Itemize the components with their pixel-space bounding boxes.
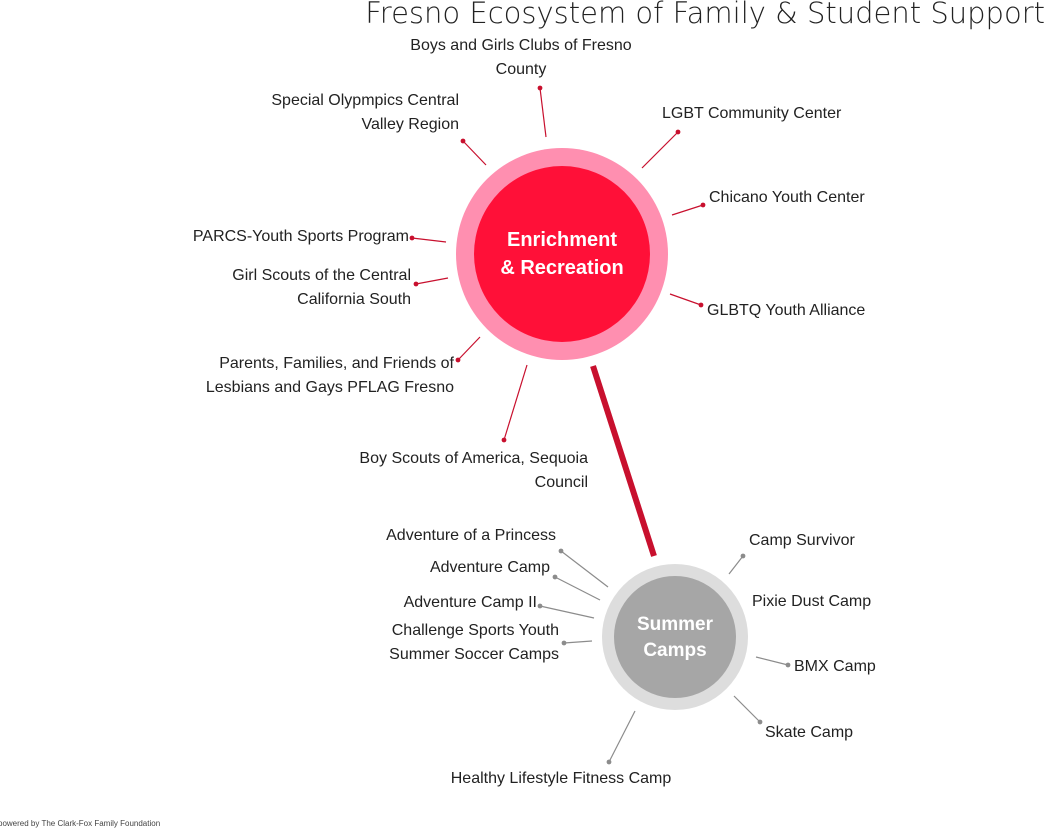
enrichment-spoke-line-4 <box>503 364 528 441</box>
summer-spoke-line-5 <box>539 605 595 619</box>
enrichment-hub-label[interactable]: Enrichment & Recreation <box>500 229 624 279</box>
node-label-pflag[interactable]: Parents, Families, and Friends of Lesbia… <box>205 355 454 396</box>
summer-spoke-line-2 <box>733 695 761 723</box>
enrichment-spoke-line-2 <box>671 204 704 216</box>
enrichment-spoke-dot-8 <box>460 138 466 144</box>
diagram-title: Fresno Ecosystem of Family & Student Sup… <box>365 0 1045 30</box>
enrichment-spoke-dot-1 <box>675 129 681 135</box>
node-label-skate[interactable]: Skate Camp <box>765 724 854 741</box>
summer-spoke-dot-4 <box>561 640 567 646</box>
node-label-special-olympics[interactable]: Special Olypmpics Central Valley Region <box>271 92 459 133</box>
node-label-boys-girls-clubs[interactable]: Boys and Girls Clubs of Fresno County <box>410 37 632 78</box>
summer-spoke-line-6 <box>554 576 601 601</box>
node-label-camp-survivor[interactable]: Camp Survivor <box>749 532 855 549</box>
enrichment-spoke-dot-6 <box>413 281 419 287</box>
summer-spoke-line-4 <box>563 640 593 644</box>
enrichment-spoke-dot-5 <box>455 357 461 363</box>
summer-spoke-dot-7 <box>558 548 564 554</box>
summer-spoke-dot-0 <box>740 553 746 559</box>
hub-connector-line <box>590 365 657 557</box>
node-label-challenge-sports[interactable]: Challenge Sports Youth Summer Soccer Cam… <box>389 622 559 663</box>
enrichment-spoke-dot-3 <box>698 302 704 308</box>
summer-spoke-line-0 <box>728 555 744 575</box>
node-label-adventure-camp[interactable]: Adventure Camp <box>429 559 550 576</box>
footer-credit: powered by The Clark-Fox Family Foundati… <box>0 819 161 828</box>
enrichment-spoke-line-7 <box>411 237 447 243</box>
node-label-adventure-princess[interactable]: Adventure of a Princess <box>386 527 556 544</box>
summer-spoke-line-7 <box>560 550 609 588</box>
enrichment-spoke-dot-7 <box>409 235 415 241</box>
summer-hub-inner-circle <box>614 576 736 698</box>
node-label-lgbt-center[interactable]: LGBT Community Center <box>662 105 842 122</box>
node-label-adventure-camp-ii[interactable]: Adventure Camp II <box>403 594 537 611</box>
summer-hub-label[interactable]: Summer Camps <box>636 614 714 661</box>
enrichment-spoke-line-5 <box>457 336 481 361</box>
enrichment-spoke-dot-4 <box>501 437 507 443</box>
node-label-boy-scouts[interactable]: Boy Scouts of America, Sequoia Council <box>359 450 588 491</box>
enrichment-spoke-line-6 <box>415 277 449 285</box>
enrichment-spoke-line-1 <box>641 131 679 169</box>
summer-spoke-dot-5 <box>537 603 543 609</box>
summer-spoke-line-1 <box>755 656 789 666</box>
enrichment-spoke-line-8 <box>462 140 487 166</box>
summer-spoke-dot-3 <box>606 759 612 765</box>
node-label-parcs[interactable]: PARCS-Youth Sports Program <box>192 228 409 245</box>
enrichment-spoke-line-0 <box>539 87 547 138</box>
node-label-glbtq-alliance[interactable]: GLBTQ Youth Alliance <box>707 302 866 319</box>
node-label-girl-scouts[interactable]: Girl Scouts of the Central California So… <box>232 267 411 308</box>
summer-spoke-dot-2 <box>757 719 763 725</box>
summer-spoke-dot-6 <box>552 574 558 580</box>
summer-spoke-line-3 <box>608 710 636 763</box>
node-label-healthy-lifestyle[interactable]: Healthy Lifestyle Fitness Camp <box>450 770 672 787</box>
node-label-chicano-youth[interactable]: Chicano Youth Center <box>709 189 865 206</box>
enrichment-hub-inner-circle <box>474 166 650 342</box>
node-label-pixie-dust[interactable]: Pixie Dust Camp <box>752 593 872 610</box>
summer-spoke-dot-1 <box>785 662 791 668</box>
enrichment-spoke-dot-2 <box>700 202 706 208</box>
enrichment-spoke-dot-0 <box>537 85 543 91</box>
node-label-bmx[interactable]: BMX Camp <box>794 658 876 675</box>
enrichment-spoke-line-3 <box>669 293 702 306</box>
